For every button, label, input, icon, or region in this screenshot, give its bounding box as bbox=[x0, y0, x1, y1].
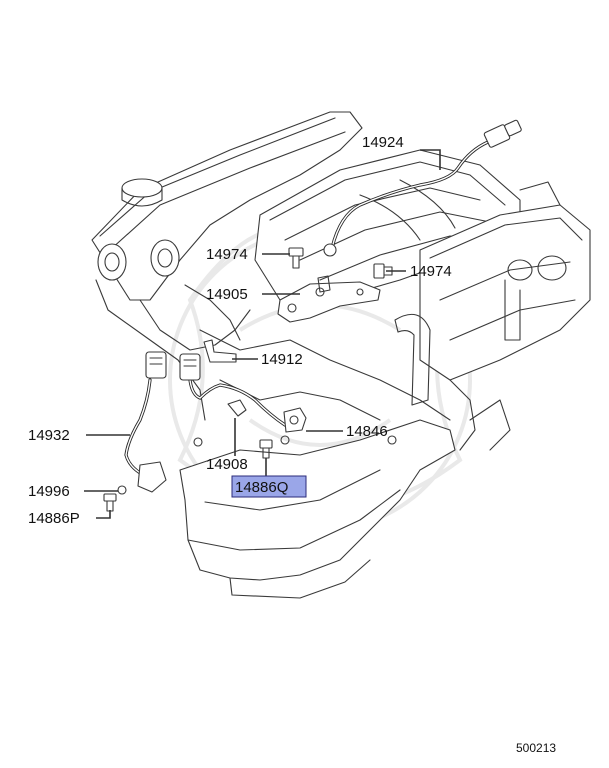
callout-14846[interactable]: 14846 bbox=[346, 423, 388, 440]
callout-14996[interactable]: 14996 bbox=[28, 483, 70, 500]
bolt-14974-left bbox=[288, 247, 304, 269]
callout-14912[interactable]: 14912 bbox=[261, 351, 303, 368]
callout-14924[interactable]: 14924 bbox=[362, 134, 404, 151]
bracket-14912 bbox=[203, 339, 237, 363]
leader-lines bbox=[84, 149, 441, 519]
bolt-14886p bbox=[103, 493, 117, 512]
highlight-box bbox=[231, 475, 307, 498]
callout-14886p[interactable]: 14886P bbox=[28, 510, 80, 527]
callout-14886q[interactable]: 14886Q bbox=[235, 479, 288, 496]
callout-14905[interactable]: 14905 bbox=[206, 286, 248, 303]
engine-outline bbox=[91, 111, 591, 599]
callout-14974-right[interactable]: 14974 bbox=[410, 263, 452, 280]
figure-code: 500213 bbox=[516, 741, 556, 755]
clip-14908 bbox=[227, 399, 247, 417]
callout-14974-left[interactable]: 14974 bbox=[206, 246, 248, 263]
sensor-14846 bbox=[283, 407, 307, 433]
washer-14996 bbox=[117, 485, 127, 495]
bracket-14905 bbox=[277, 275, 381, 323]
harness-14932 bbox=[124, 351, 287, 493]
harness-14924 bbox=[323, 119, 522, 257]
callout-14932[interactable]: 14932 bbox=[28, 427, 70, 444]
callout-14908[interactable]: 14908 bbox=[206, 456, 248, 473]
